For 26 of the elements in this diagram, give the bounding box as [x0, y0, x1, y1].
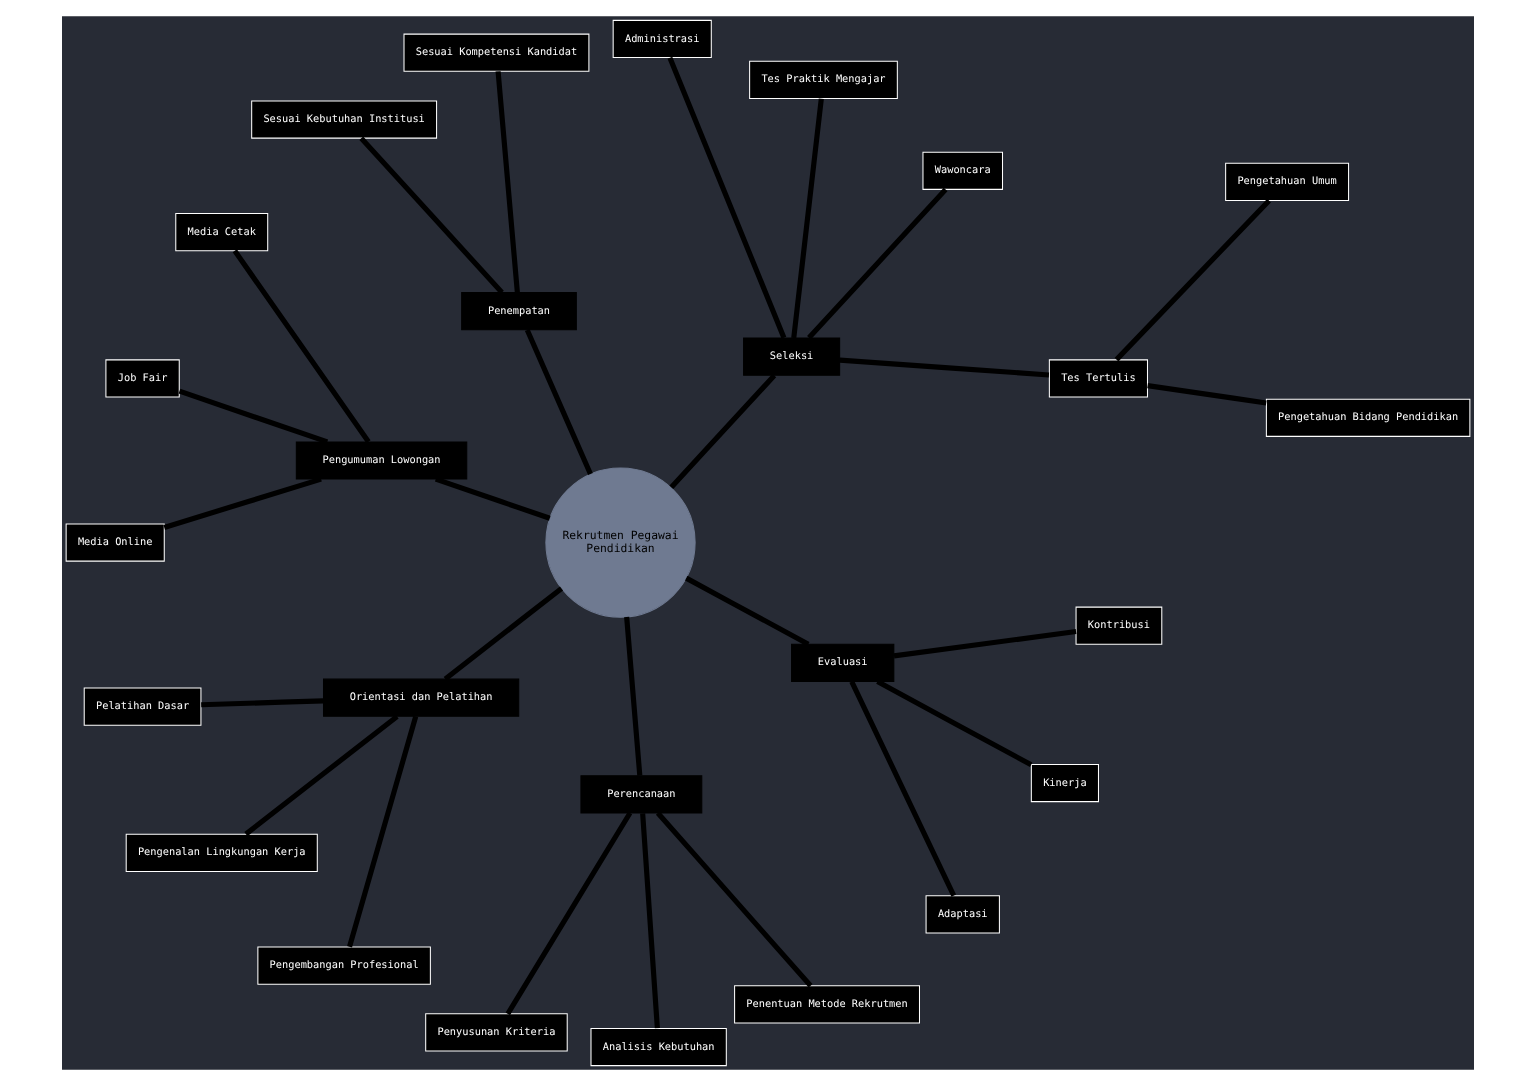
connector — [524, 328, 593, 476]
connector — [163, 476, 322, 530]
connector — [685, 575, 810, 647]
connector — [505, 811, 633, 1016]
connector — [201, 698, 324, 708]
connector — [876, 679, 1033, 768]
connector — [624, 616, 643, 776]
connector — [359, 136, 504, 295]
connector — [791, 98, 824, 339]
connector — [347, 715, 419, 948]
connector — [669, 373, 777, 490]
connector — [849, 680, 957, 897]
connector — [839, 357, 1050, 378]
connector — [244, 714, 399, 837]
connector — [655, 811, 813, 988]
connector — [807, 187, 948, 340]
connector — [443, 586, 564, 681]
connector — [434, 476, 551, 521]
connector — [495, 71, 520, 293]
connector — [178, 388, 329, 445]
connector — [640, 813, 660, 1029]
connector — [1114, 198, 1271, 362]
connector — [893, 628, 1077, 659]
connector — [667, 56, 787, 339]
connector — [1147, 383, 1267, 406]
connector — [232, 249, 371, 444]
